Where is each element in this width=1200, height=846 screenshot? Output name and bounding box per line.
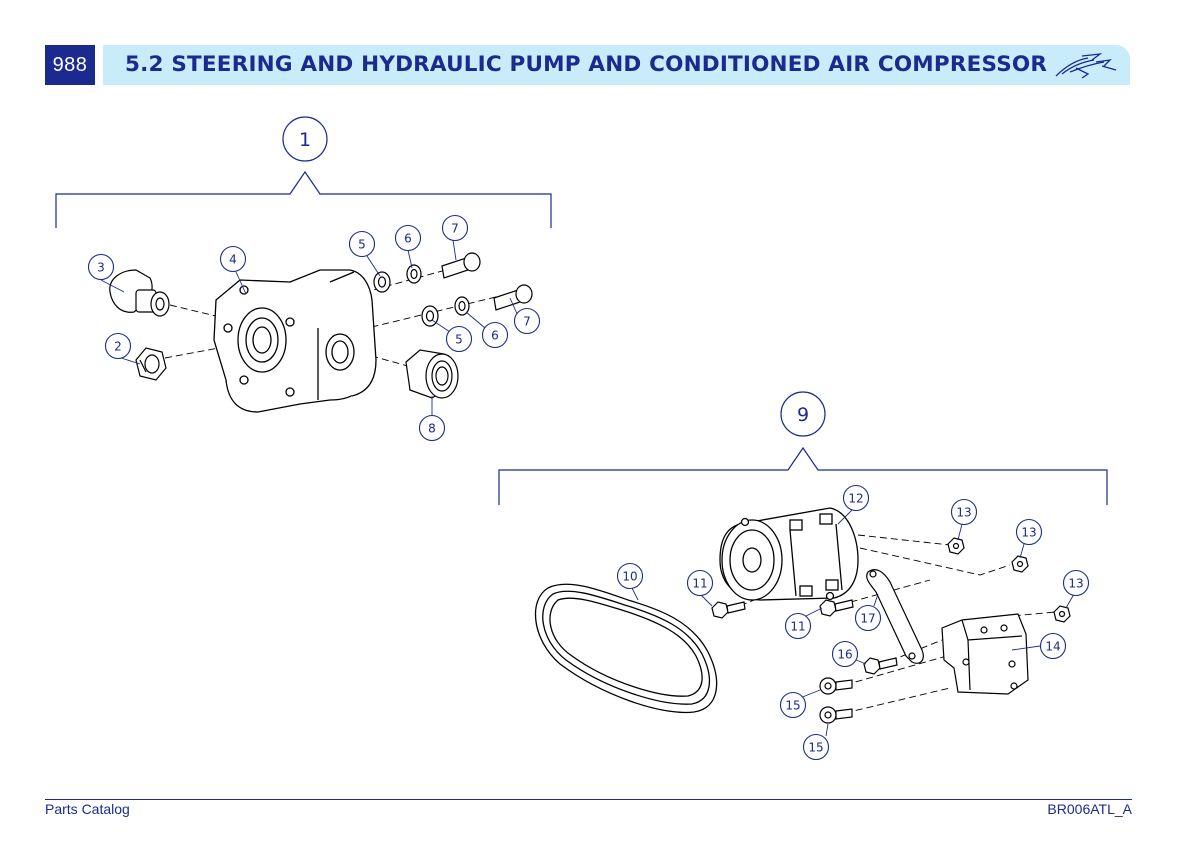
compressor-part-12 <box>719 507 859 601</box>
svg-text:6: 6 <box>491 329 499 343</box>
svg-text:4: 4 <box>229 253 237 267</box>
bolt-part-15-b <box>819 706 853 724</box>
bolt-part-7-upper <box>441 252 481 279</box>
svg-text:7: 7 <box>451 222 459 236</box>
hydraulic-pump-part-4 <box>213 269 377 413</box>
svg-text:11: 11 <box>790 620 805 634</box>
callout-5-upper: 5 <box>348 230 376 258</box>
callout-15-upper: 15 <box>779 691 807 719</box>
title-bar: 5.2 STEERING AND HYDRAULIC PUMP AND COND… <box>103 45 1130 85</box>
callout-14: 14 <box>1039 632 1067 660</box>
footer-document-code: BR006ATL_A <box>1047 801 1132 817</box>
fitting-part-2 <box>135 347 167 381</box>
assembly-1-bracket <box>55 170 552 228</box>
nut-part-13-a <box>947 537 965 555</box>
callout-4: 4 <box>219 245 247 273</box>
bolt-part-7-lower <box>493 284 533 311</box>
mounting-bracket-part-14 <box>941 613 1029 695</box>
nut-part-13-c <box>1053 605 1071 623</box>
washer-part-5-lower <box>421 305 439 327</box>
svg-text:8: 8 <box>428 422 436 436</box>
bolt-part-16 <box>863 657 898 675</box>
callout-11-right: 11 <box>784 612 812 640</box>
footer-catalog-label: Parts Catalog <box>45 801 130 817</box>
nut-part-13-b <box>1011 555 1029 573</box>
v-belt-part-10 <box>534 583 718 714</box>
callout-13-a: 13 <box>950 498 978 526</box>
fitting-part-8 <box>405 349 459 399</box>
seal-part-6-upper <box>406 264 422 284</box>
svg-text:1: 1 <box>299 129 311 151</box>
callout-5-lower: 5 <box>445 325 473 353</box>
svg-text:11: 11 <box>692 577 707 591</box>
callout-10: 10 <box>616 562 644 590</box>
svg-text:3: 3 <box>97 261 105 275</box>
svg-text:15: 15 <box>808 741 823 755</box>
callout-1: 1 <box>282 116 328 162</box>
footer-rule <box>45 799 1132 800</box>
elbow-fitting-part-3 <box>109 269 170 317</box>
callout-16: 16 <box>831 640 859 668</box>
svg-text:17: 17 <box>860 612 875 626</box>
svg-text:16: 16 <box>837 648 852 662</box>
bolt-part-11-a <box>711 601 746 619</box>
callout-15-lower: 15 <box>802 733 830 761</box>
callout-2: 2 <box>104 332 132 360</box>
callout-7-lower: 7 <box>513 307 541 335</box>
callout-7-upper: 7 <box>441 214 469 242</box>
svg-text:15: 15 <box>785 699 800 713</box>
svg-text:14: 14 <box>1045 640 1060 654</box>
callout-13-c: 13 <box>1062 569 1090 597</box>
svg-text:2: 2 <box>114 340 122 354</box>
seal-part-6-lower <box>454 296 470 316</box>
svg-text:9: 9 <box>797 404 809 426</box>
callout-leader-lines <box>100 239 1075 737</box>
washer-part-5-upper <box>373 271 391 293</box>
svg-text:13: 13 <box>1068 577 1083 591</box>
bolt-part-15-a <box>819 677 853 695</box>
callout-9: 9 <box>780 391 826 437</box>
callout-6-upper: 6 <box>394 224 422 252</box>
callout-3: 3 <box>87 253 115 281</box>
svg-text:6: 6 <box>404 232 412 246</box>
callout-11-left: 11 <box>686 569 714 597</box>
page-number: 988 <box>45 45 95 85</box>
section-title: 5.2 STEERING AND HYDRAULIC PUMP AND COND… <box>125 52 1048 77</box>
bird-logo-icon <box>1055 53 1117 79</box>
svg-text:10: 10 <box>622 570 637 584</box>
bolt-part-11-b <box>819 599 854 617</box>
callout-8: 8 <box>418 414 446 442</box>
callout-6-lower: 6 <box>481 321 509 349</box>
svg-text:5: 5 <box>358 238 366 252</box>
tension-strap-part-17 <box>866 569 924 664</box>
svg-text:12: 12 <box>848 492 863 506</box>
svg-text:13: 13 <box>1021 526 1036 540</box>
callout-12: 12 <box>842 484 870 512</box>
assembly-9-bracket <box>498 446 1108 505</box>
svg-text:7: 7 <box>523 315 531 329</box>
callout-17: 17 <box>854 604 882 632</box>
svg-text:13: 13 <box>956 506 971 520</box>
svg-text:5: 5 <box>455 333 463 347</box>
callout-13-b: 13 <box>1015 518 1043 546</box>
